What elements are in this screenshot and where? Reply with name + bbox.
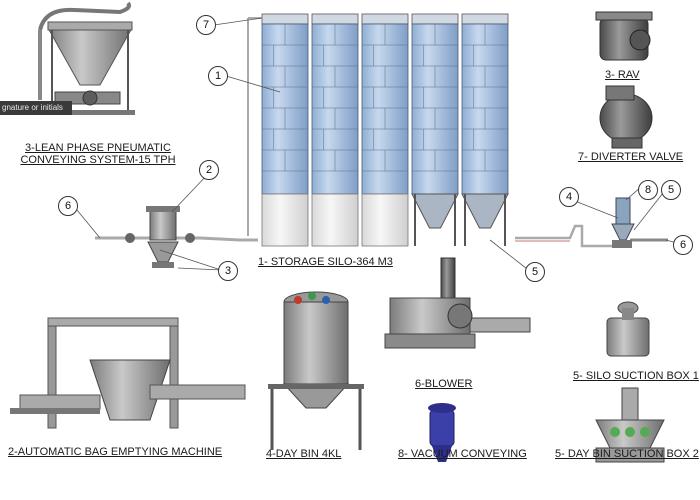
bag-station [125,206,195,268]
vacuum-receiver-right [611,197,635,248]
storage-silo-label: 1- STORAGE SILO-364 M3 [258,256,393,268]
callout-6-left: 6 [58,196,78,216]
callout-leader-lines [76,17,678,273]
day-bin-suction-box-2-label: 5- DAY BIN SUCTION BOX 2 [555,448,699,460]
rav-label: 3- RAV [605,69,640,81]
day-bin-suction-box-2-illustration [595,387,665,463]
silo-suction-box-1-label: 5- SILO SUCTION BOX 1 [573,370,699,382]
silo-suction-box-1-illustration [606,301,650,357]
callout-1: 1 [208,66,228,86]
lean-phase-label-line2: CONVEYING SYSTEM-15 TPH [20,154,176,166]
day-bin-label: 4-DAY BIN 4KL [266,448,342,460]
lean-phase-label-line1: 3-LEAN PHASE PNEUMATIC [25,142,171,154]
rav-illustration [595,11,653,61]
callout-2: 2 [199,160,219,180]
storage-silos [261,13,509,247]
lean-phase-conveying-system [38,1,135,115]
storage-silo-5 [461,13,509,246]
storage-silo-3 [361,13,409,247]
bag-emptying-machine-illustration [10,317,246,429]
vacuum-conveyor-illustration [428,403,456,462]
callout-8: 8 [638,180,658,200]
blower-label: 6-BLOWER [415,378,473,390]
callout-5-bottom: 5 [525,262,545,282]
storage-silo-1 [261,13,309,247]
storage-silo-4 [411,13,459,246]
signature-tooltip: gnature or initials [0,101,72,115]
diverter-valve-label: 7- DIVERTER VALVE [578,151,684,163]
day-bin-illustration [268,291,364,450]
bag-emptying-machine-label: 2-AUTOMATIC BAG EMPTYING MACHINE [8,446,223,458]
callout-4: 4 [559,187,579,207]
callout-6-right: 6 [673,235,693,255]
callout-3: 3 [218,261,238,281]
blower-illustration [384,257,531,349]
lean-phase-label: 3-LEAN PHASE PNEUMATIC CONVEYING SYSTEM-… [18,142,178,166]
callout-7: 7 [196,15,216,35]
callout-5-right: 5 [661,180,681,200]
storage-silo-2 [311,13,359,247]
conveying-pipeline [95,17,668,248]
vacuum-conveying-label: 8- VACUUM CONVEYING [398,448,527,460]
diverter-valve-illustration [599,85,653,149]
